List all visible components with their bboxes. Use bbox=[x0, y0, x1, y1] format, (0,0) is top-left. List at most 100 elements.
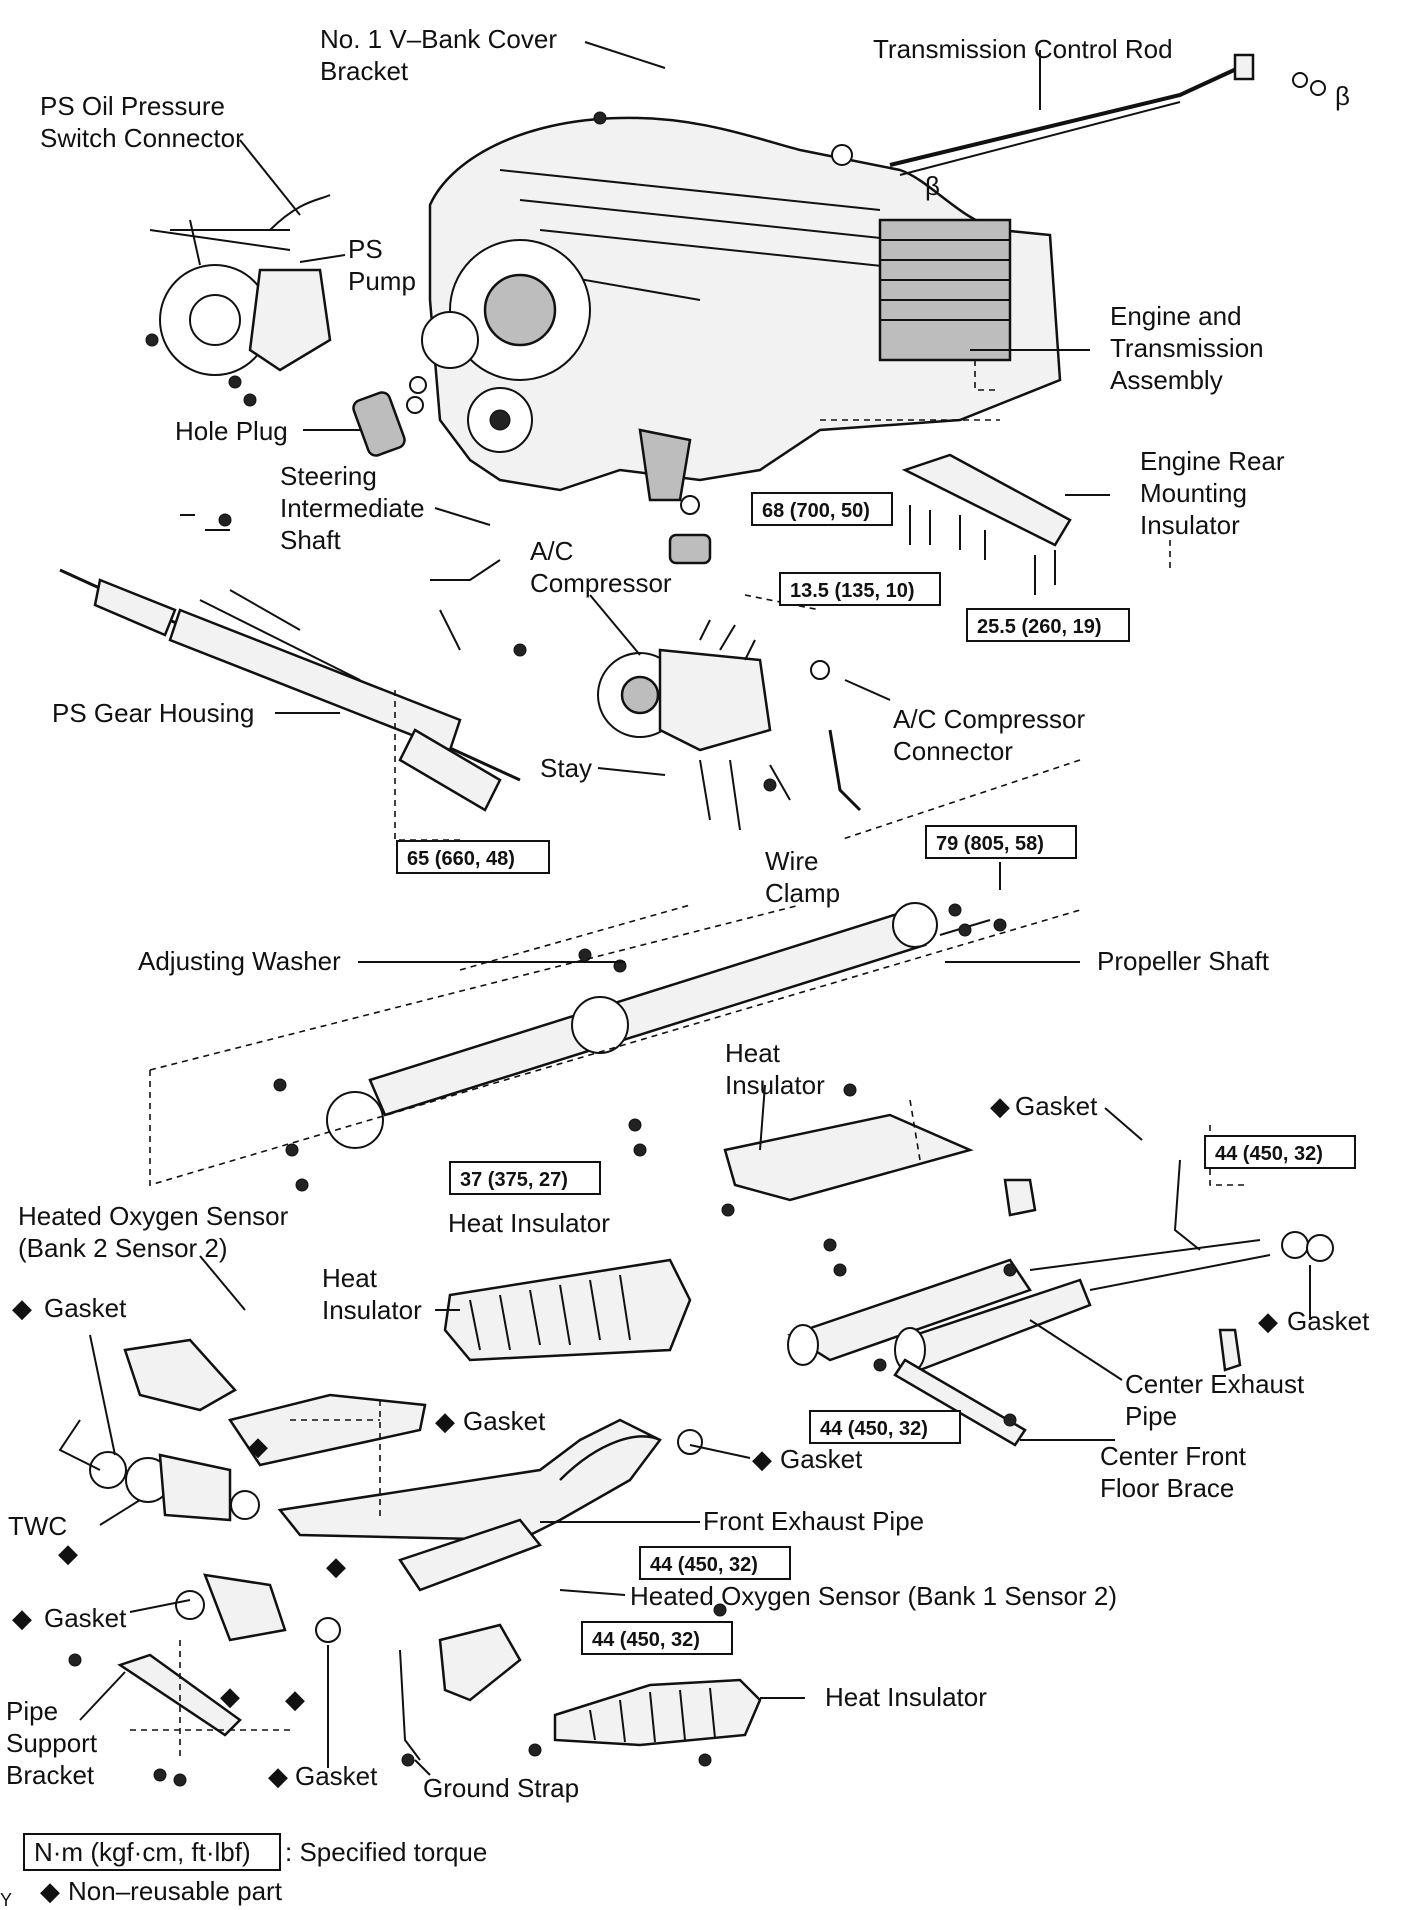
label-ps-oil-pressure-switch-1: PS Oil Pressure bbox=[40, 91, 225, 121]
label-engine-transmission-2: Transmission bbox=[1110, 333, 1264, 363]
label-ps-pump-2: Pump bbox=[348, 266, 416, 296]
label-gasket-left-top: Gasket bbox=[44, 1293, 127, 1323]
diamond-marker: ◆ bbox=[220, 1681, 240, 1711]
label-heat-insulator-left-1: Heat bbox=[322, 1263, 378, 1293]
label-heat-insulator-left-2: Insulator bbox=[322, 1295, 422, 1325]
label-wire-clamp-2: Clamp bbox=[765, 878, 840, 908]
label-steering-shaft-2: Intermediate bbox=[280, 493, 425, 523]
diamond-marker: ◆ bbox=[326, 1551, 346, 1581]
torque-44-center: 44 (450, 32) bbox=[820, 1418, 928, 1440]
diamond-gasket-left-top: ◆ bbox=[12, 1293, 32, 1323]
label-engine-transmission-1: Engine and bbox=[1110, 301, 1242, 331]
ps-gear-housing bbox=[59, 514, 521, 812]
label-engine-transmission-3: Assembly bbox=[1110, 365, 1223, 395]
label-gasket-center-2: Gasket bbox=[780, 1444, 863, 1474]
beta-symbol: β bbox=[925, 171, 940, 201]
part-labels: No. 1 V–Bank Cover Bracket Transmission … bbox=[6, 24, 1370, 1803]
label-hole-plug: Hole Plug bbox=[175, 416, 288, 446]
diamond-gasket-center-2: ◆ bbox=[752, 1444, 772, 1474]
torque-13-5: 13.5 (135, 10) bbox=[790, 580, 915, 602]
legend-torque-units: N·m (kgf·cm, ft·lbf) bbox=[34, 1837, 251, 1867]
leader-lines bbox=[79, 41, 1311, 1776]
label-heat-insulator-mid-2: Insulator bbox=[725, 1070, 825, 1100]
torque-65: 65 (660, 48) bbox=[407, 848, 515, 870]
diamond-gasket-left-mid: ◆ bbox=[12, 1603, 32, 1633]
torque-37: 37 (375, 27) bbox=[460, 1169, 568, 1191]
torque-44-lower: 44 (450, 32) bbox=[592, 1629, 700, 1651]
label-ac-compressor-1: A/C bbox=[530, 536, 573, 566]
torque-68: 68 (700, 50) bbox=[762, 500, 870, 522]
label-adjusting-washer: Adjusting Washer bbox=[138, 946, 341, 976]
label-gasket-center-1: Gasket bbox=[463, 1406, 546, 1436]
label-heat-insulator-mid-1: Heat bbox=[725, 1038, 781, 1068]
label-gasket-right-top: Gasket bbox=[1015, 1091, 1098, 1121]
torque-79: 79 (805, 58) bbox=[936, 833, 1044, 855]
label-v-bank-cover-bracket-2: Bracket bbox=[320, 56, 409, 86]
diamond-gasket-center-1: ◆ bbox=[435, 1406, 455, 1436]
diamond-marker: ◆ bbox=[285, 1684, 305, 1714]
engine-rear-mounting-insulator bbox=[668, 453, 1072, 595]
front-exhaust-pipe bbox=[58, 1418, 703, 1737]
beta-symbol: β bbox=[1335, 81, 1350, 111]
label-ground-strap: Ground Strap bbox=[423, 1773, 579, 1803]
label-gasket-right-mid: Gasket bbox=[1287, 1306, 1370, 1336]
label-engine-rear-mount-1: Engine Rear bbox=[1140, 446, 1285, 476]
label-center-exhaust-pipe-2: Pipe bbox=[1125, 1401, 1177, 1431]
label-ps-gear-housing: PS Gear Housing bbox=[52, 698, 254, 728]
label-pipe-support-bracket-3: Bracket bbox=[6, 1760, 95, 1790]
label-steering-shaft-3: Shaft bbox=[280, 525, 341, 555]
label-gasket-bottom: Gasket bbox=[295, 1761, 378, 1791]
heat-insulator-shapes bbox=[123, 1113, 974, 1467]
legend-diamond: ◆ bbox=[40, 1876, 60, 1906]
label-heat-insulator-bottom: Heat Insulator bbox=[825, 1682, 987, 1712]
label-propeller-shaft: Propeller Shaft bbox=[1097, 946, 1270, 976]
diamond-marker: ◆ bbox=[248, 1431, 268, 1461]
torque-44-sensor: 44 (450, 32) bbox=[650, 1554, 758, 1576]
label-engine-rear-mount-3: Insulator bbox=[1140, 510, 1240, 540]
label-v-bank-cover-bracket-1: No. 1 V–Bank Cover bbox=[320, 24, 557, 54]
diamond-gasket-right-top: ◆ bbox=[990, 1091, 1010, 1121]
torque-specs: 68 (700, 50) 13.5 (135, 10) 25.5 (260, 1… bbox=[396, 492, 1356, 1655]
legend: N·m (kgf·cm, ft·lbf) : Specified torque … bbox=[0, 1833, 487, 1910]
label-ac-compressor-2: Compressor bbox=[530, 568, 672, 598]
corner-letter: Y bbox=[0, 1890, 12, 1910]
legend-nonreuse-text: Non–reusable part bbox=[68, 1876, 283, 1906]
label-pipe-support-bracket-1: Pipe bbox=[6, 1696, 58, 1726]
fasteners bbox=[68, 111, 1017, 1787]
label-ps-pump-1: PS bbox=[348, 234, 383, 264]
hole-plug bbox=[352, 376, 427, 457]
heat-insulator-bottom bbox=[399, 1623, 762, 1761]
diamond-gasket-right-mid: ◆ bbox=[1258, 1306, 1278, 1336]
engine-transmission-assembly bbox=[421, 116, 1062, 502]
label-stay: Stay bbox=[540, 753, 592, 783]
label-ac-compressor-connector-1: A/C Compressor bbox=[893, 704, 1085, 734]
label-ac-compressor-connector-2: Connector bbox=[893, 736, 1013, 766]
torque-44-right: 44 (450, 32) bbox=[1215, 1143, 1323, 1165]
label-ho2s-bank2-2: (Bank 2 Sensor 2) bbox=[18, 1233, 228, 1263]
torque-25-5: 25.5 (260, 19) bbox=[977, 616, 1102, 638]
label-ps-oil-pressure-switch-2: Switch Connector bbox=[40, 123, 244, 153]
ac-compressor bbox=[597, 619, 862, 831]
propeller-shaft bbox=[326, 902, 991, 1149]
label-gasket-left-mid: Gasket bbox=[44, 1603, 127, 1633]
label-center-floor-brace-1: Center Front bbox=[1100, 1441, 1247, 1471]
label-ho2s-bank1: Heated Oxygen Sensor (Bank 1 Sensor 2) bbox=[630, 1581, 1117, 1611]
label-steering-shaft-1: Steering bbox=[280, 461, 377, 491]
label-transmission-control-rod: Transmission Control Rod bbox=[873, 34, 1173, 64]
ps-pump bbox=[149, 194, 332, 376]
diamond-marker: ◆ bbox=[58, 1538, 78, 1568]
label-front-exhaust-pipe: Front Exhaust Pipe bbox=[703, 1506, 924, 1536]
label-center-exhaust-pipe-1: Center Exhaust bbox=[1125, 1369, 1305, 1399]
transmission-control-rod bbox=[831, 53, 1326, 176]
label-wire-clamp-1: Wire bbox=[765, 846, 818, 876]
label-center-floor-brace-2: Floor Brace bbox=[1100, 1473, 1234, 1503]
label-pipe-support-bracket-2: Support bbox=[6, 1728, 98, 1758]
label-ho2s-bank2-1: Heated Oxygen Sensor bbox=[18, 1201, 289, 1231]
label-engine-rear-mount-2: Mounting bbox=[1140, 478, 1247, 508]
label-twc: TWC bbox=[8, 1511, 67, 1541]
label-heat-insulator-center: Heat Insulator bbox=[448, 1208, 610, 1238]
legend-torque-text: : Specified torque bbox=[285, 1837, 487, 1867]
center-exhaust-pipe bbox=[787, 1159, 1334, 1447]
diamond-gasket-bottom: ◆ bbox=[268, 1761, 288, 1791]
